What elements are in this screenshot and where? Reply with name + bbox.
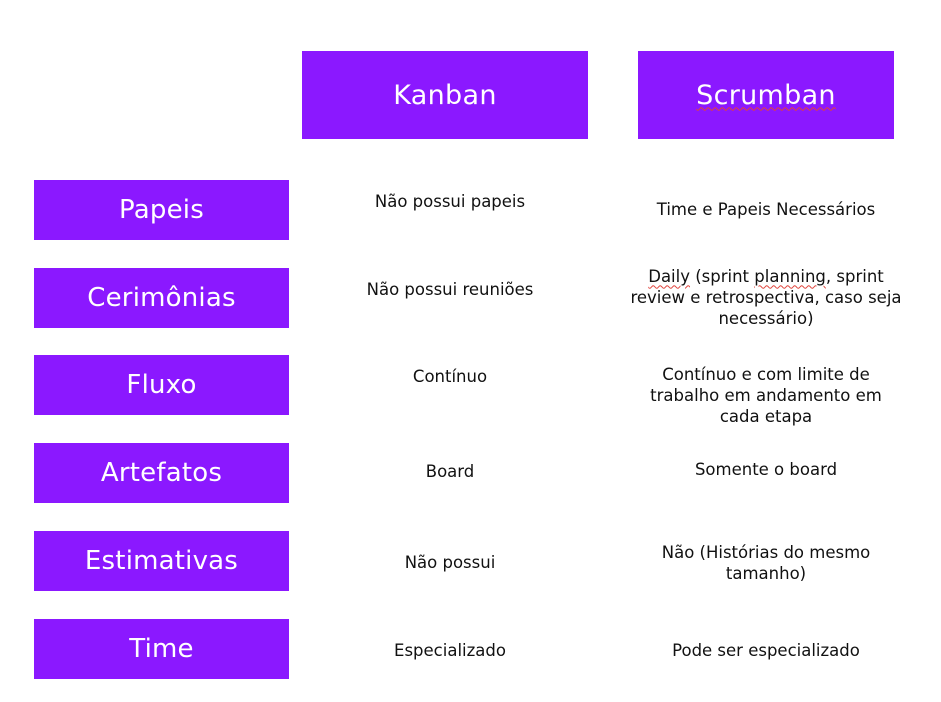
scrumban-cell-artefatos: Somente o board	[620, 456, 912, 482]
header-scrumban-label: Scrumban	[696, 79, 836, 111]
kanban-cell-cerimonias: Não possui reuniões	[302, 276, 598, 302]
word-daily: Daily	[648, 266, 690, 286]
cell-text: Não possui reuniões	[366, 279, 534, 299]
kanban-cell-artefatos: Board	[302, 458, 598, 484]
row-label-time: Time	[34, 619, 289, 679]
cell-text: Board	[425, 461, 475, 481]
cell-line-2: trabalho em andamento em	[650, 385, 882, 405]
cell-text: Não possui papeis	[374, 191, 526, 211]
cell-line-2: review e retrospectiva, caso seja	[630, 287, 902, 307]
row-label-text: Cerimônias	[87, 283, 236, 313]
cell-line-1: Daily (sprint planning, sprint	[648, 266, 884, 287]
scrumban-cell-time: Pode ser especializado	[620, 637, 912, 663]
row-label-estimativas: Estimativas	[34, 531, 289, 591]
cell-line-2: tamanho)	[725, 564, 807, 583]
text-segment: , sprint	[825, 266, 884, 286]
cell-line-3: cada etapa	[719, 406, 813, 426]
cell-text: Contínuo	[412, 366, 488, 386]
cell-text: Especializado	[394, 640, 506, 660]
kanban-cell-papeis: Não possui papeis	[302, 188, 598, 214]
kanban-cell-estimativas: Não possui	[302, 549, 598, 575]
header-scrumban: Scrumban	[638, 51, 894, 139]
header-kanban-label: Kanban	[393, 79, 497, 111]
row-label-text: Estimativas	[84, 546, 239, 576]
row-label-papeis: Papeis	[34, 180, 289, 240]
scrumban-cell-cerimonias: Daily (sprint planning, sprint review e …	[620, 264, 912, 330]
row-label-text: Artefatos	[100, 458, 223, 488]
row-label-fluxo: Fluxo	[34, 355, 289, 415]
row-label-cerimonias: Cerimônias	[34, 268, 289, 328]
word-planning: planning	[754, 266, 826, 286]
kanban-cell-fluxo: Contínuo	[302, 363, 598, 389]
cell-line-1: Contínuo e com limite de	[662, 364, 870, 384]
scrumban-cell-estimativas: Não (Histórias do mesmo tamanho)	[620, 541, 912, 585]
cell-text: Time e Papeis Necessários	[656, 199, 876, 219]
scrumban-cell-fluxo: Contínuo e com limite de trabalho em and…	[620, 362, 912, 428]
cell-line-3: necessário)	[718, 308, 814, 328]
scrumban-cell-papeis: Time e Papeis Necessários	[620, 196, 912, 222]
row-label-text: Fluxo	[126, 370, 197, 400]
row-label-text: Time	[129, 634, 194, 664]
cell-text: Somente o board	[694, 459, 838, 479]
row-label-text: Papeis	[119, 195, 204, 225]
header-kanban: Kanban	[302, 51, 588, 139]
cell-line-1: Não (Histórias do mesmo	[661, 543, 871, 562]
text-segment: (sprint	[689, 266, 755, 286]
row-label-artefatos: Artefatos	[34, 443, 289, 503]
kanban-cell-time: Especializado	[302, 637, 598, 663]
cell-text: Não possui	[404, 552, 496, 572]
cell-text: Pode ser especializado	[672, 640, 860, 660]
